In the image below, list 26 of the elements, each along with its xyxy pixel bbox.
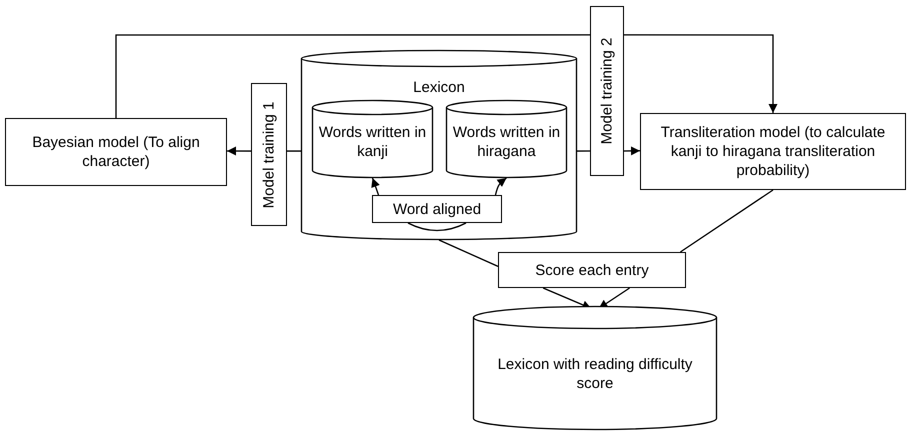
node-label: Score each entry bbox=[535, 260, 649, 280]
connector-line bbox=[577, 150, 590, 152]
connector-line bbox=[680, 189, 774, 253]
process-box bbox=[5, 118, 227, 186]
connector-line bbox=[115, 34, 590, 118]
connector-line bbox=[438, 239, 498, 267]
process-box bbox=[498, 252, 686, 288]
connector-line bbox=[287, 150, 301, 152]
process-box bbox=[372, 195, 502, 223]
node-label: Model training 1 bbox=[260, 101, 278, 208]
node-label: Words written in kanji bbox=[318, 123, 428, 161]
node-label: Word aligned bbox=[392, 200, 482, 218]
node-label: Lexicon with reading difficulty score bbox=[496, 355, 694, 393]
arrow bbox=[624, 34, 778, 113]
arrow bbox=[624, 146, 640, 156]
node-label: Lexicon bbox=[413, 78, 465, 97]
arrow bbox=[227, 146, 251, 156]
process-box bbox=[590, 6, 624, 176]
node-label: Model training 2 bbox=[598, 38, 616, 144]
arrow bbox=[494, 177, 507, 196]
process-box bbox=[251, 83, 287, 226]
process-box bbox=[640, 113, 906, 190]
node-label: Bayesian model (To align character) bbox=[31, 133, 201, 171]
node-label: Words written in hiragana bbox=[452, 123, 562, 161]
arrow bbox=[371, 178, 380, 196]
node-label: Transliteration model (to calculate kanji to hiragana transliteration probability) bbox=[660, 123, 886, 180]
